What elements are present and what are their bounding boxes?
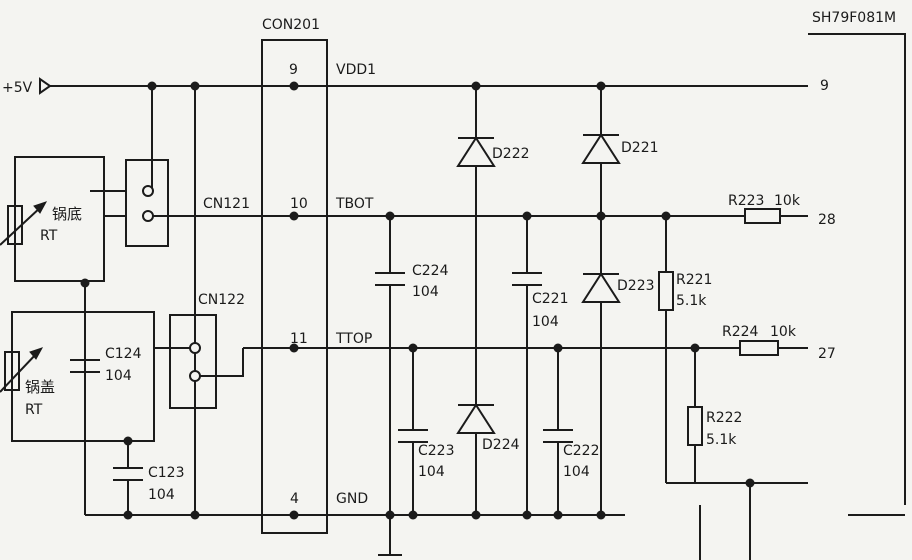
bottom-sensor-type: RT [40, 228, 58, 244]
r224-value: 10k [770, 324, 797, 340]
d221-label: D221 [621, 140, 659, 156]
vdd-net-label: VDD1 [336, 62, 376, 78]
r222-resistor [687, 348, 703, 483]
supply-label: +5V [2, 80, 33, 96]
d223-label: D223 [617, 278, 655, 294]
r221-resistor [658, 216, 674, 483]
bottom-sensor-thermistor [0, 157, 48, 281]
tbot-net [90, 190, 808, 217]
c123-value: 104 [148, 487, 175, 503]
d222-diode [456, 86, 496, 405]
lid-sensor-name: 锅盖 [25, 378, 55, 396]
bottom-sensor-name: 锅底 [52, 205, 82, 223]
tbot-net-label: TBOT [335, 196, 374, 212]
r222-value: 5.1k [706, 432, 737, 448]
c124-name: C124 [105, 346, 142, 362]
chip-pin-28-label: 28 [818, 212, 836, 228]
con201-connector-body [261, 39, 328, 534]
c123-capacitor [12, 440, 154, 515]
c221-value: 104 [532, 314, 559, 330]
c224-name: C224 [412, 263, 449, 279]
lid-sensor-type: RT [25, 402, 43, 418]
bottom-sensor-enclosure [14, 156, 105, 282]
r221-name: R221 [676, 272, 712, 288]
c223-value: 104 [418, 464, 445, 480]
r223-value: 10k [774, 193, 801, 209]
c123-name: C123 [148, 465, 185, 481]
c124-value: 104 [105, 368, 132, 384]
cn122-label: CN122 [198, 292, 245, 308]
r224-resistor [739, 340, 779, 356]
r224-name: R224 [722, 324, 759, 340]
cn121-connector-body [125, 159, 169, 247]
cn122-pins [154, 342, 201, 382]
c224-value: 104 [412, 284, 439, 300]
con201-pin-10-label: 10 [290, 196, 308, 212]
c222-capacitor [543, 348, 573, 515]
r223-resistor [744, 208, 781, 224]
c222-value: 104 [563, 464, 590, 480]
r221-value: 5.1k [676, 293, 707, 309]
lid-sensor-thermistor [0, 312, 44, 441]
c124-capacitor [70, 283, 100, 515]
d224-label: D224 [482, 437, 520, 453]
junction-dots [80, 81, 755, 520]
ttop-net-label: TTOP [335, 331, 372, 347]
chip-pin-9-label: 9 [820, 78, 829, 94]
c223-name: C223 [418, 443, 455, 459]
c224-capacitor [375, 216, 405, 515]
lid-sensor-enclosure [11, 311, 155, 442]
chip-pin-27-label: 27 [818, 346, 836, 362]
cn121-label: CN121 [203, 196, 250, 212]
con201-pin-11-label: 11 [290, 331, 308, 347]
chip-label: SH79F081M [812, 10, 896, 26]
d224-diode [456, 403, 496, 515]
cn121-pins [142, 185, 154, 222]
ttop-net [154, 347, 808, 377]
con201-label: CON201 [262, 17, 320, 33]
con201-pin-4-label: 4 [290, 491, 299, 507]
c221-name: C221 [532, 291, 569, 307]
d223-diode [581, 272, 621, 515]
r222-name: R222 [706, 410, 742, 426]
sh79f081m-chip-body [808, 33, 906, 505]
r223-name: R223 [728, 193, 764, 209]
gnd-net-label: GND [336, 491, 368, 507]
d221-diode [581, 86, 621, 274]
c223-capacitor [398, 348, 428, 515]
c222-name: C222 [563, 443, 600, 459]
cn122-connector-body [169, 314, 217, 409]
c221-capacitor [512, 216, 542, 515]
d222-label: D222 [492, 146, 530, 162]
con201-pin-9-label: 9 [289, 62, 298, 78]
